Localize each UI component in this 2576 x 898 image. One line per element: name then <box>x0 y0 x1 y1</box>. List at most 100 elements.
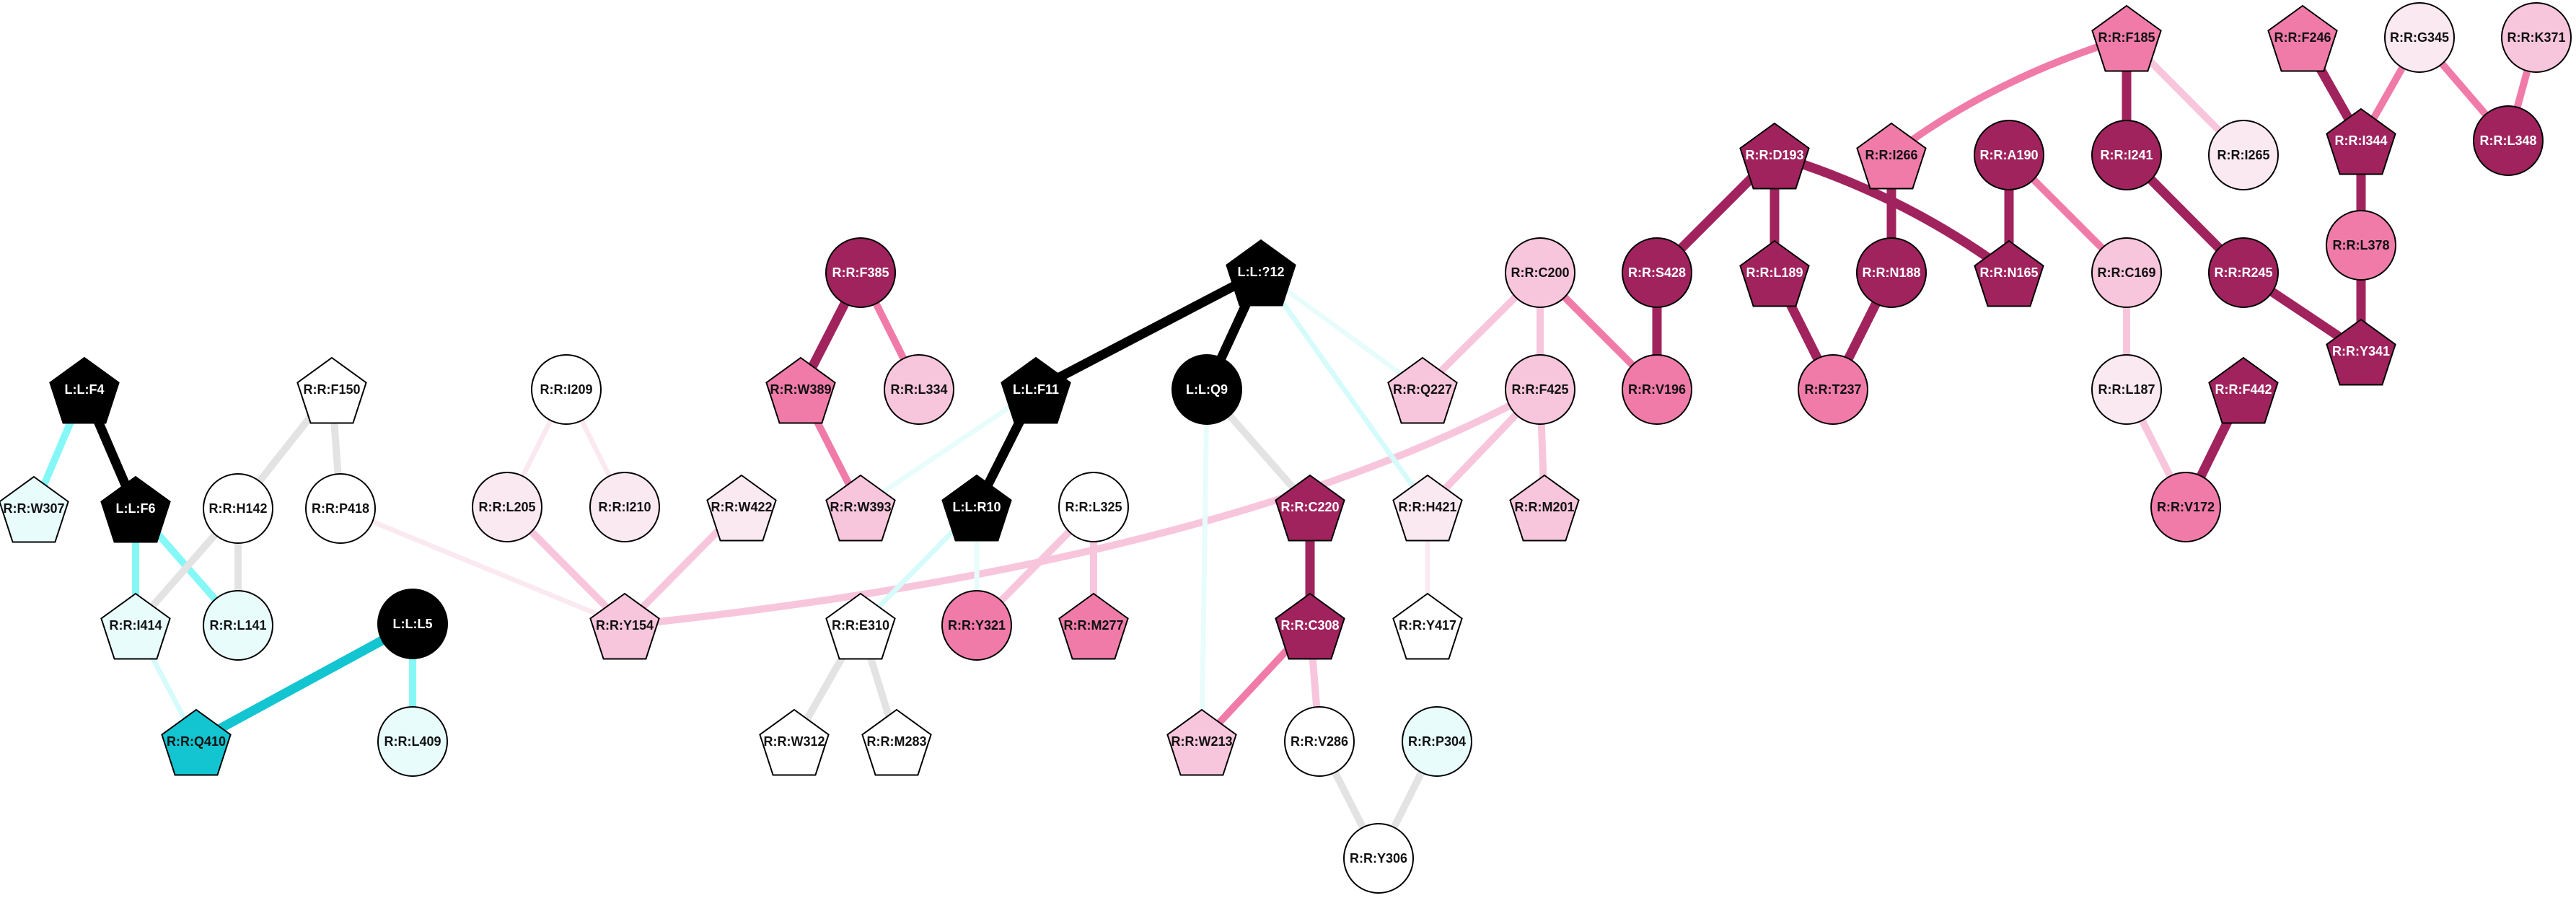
edge-r-r-f185-to-r-r-i266 <box>1889 34 2128 158</box>
node-pentagon <box>100 592 171 660</box>
node-r-r-a190[interactable]: R:R:A190 <box>1974 120 2044 190</box>
node-r-r-s428[interactable]: R:R:S428 <box>1622 237 1692 308</box>
node-r-r-n165[interactable]: R:R:N165 <box>1974 239 2044 307</box>
node-r-r-t237[interactable]: R:R:T237 <box>1798 354 1868 425</box>
node-label: R:R:L187 <box>2098 382 2155 397</box>
node-l-l-l5[interactable]: L:L:L5 <box>377 589 448 659</box>
node-r-r-l205[interactable]: R:R:L205 <box>472 472 542 542</box>
node-r-r-w312[interactable]: R:R:W312 <box>759 708 830 776</box>
node-r-r-g345[interactable]: R:R:G345 <box>2384 2 2455 73</box>
node-label: R:R:Y341 <box>2332 344 2390 358</box>
node-r-r-f442[interactable]: R:R:F442 <box>2208 356 2279 424</box>
node-l-l-f4[interactable]: L:L:F4 <box>49 356 120 424</box>
node-r-r-m277[interactable]: R:R:M277 <box>1058 592 1129 660</box>
node-r-r-l378[interactable]: R:R:L378 <box>2326 210 2396 281</box>
node-r-r-i241[interactable]: R:R:I241 <box>2091 120 2162 190</box>
node-label: R:R:L325 <box>1065 500 1122 514</box>
node-pentagon <box>296 356 367 424</box>
node-r-r-f185[interactable]: R:R:F185 <box>2091 4 2162 72</box>
node-pentagon <box>0 475 69 543</box>
node-label: R:R:R245 <box>2214 265 2272 280</box>
node-r-r-q410[interactable]: R:R:Q410 <box>161 708 232 776</box>
node-label: R:R:Y306 <box>1350 851 1407 866</box>
node-r-r-f425[interactable]: R:R:F425 <box>1505 354 1575 425</box>
node-r-r-w393[interactable]: R:R:W393 <box>825 474 896 542</box>
node-circle <box>1058 472 1129 542</box>
node-label: R:R:D193 <box>1745 148 1803 162</box>
node-r-r-i265[interactable]: R:R:I265 <box>2208 120 2279 190</box>
node-r-r-i266[interactable]: R:R:I266 <box>1856 122 1927 190</box>
node-r-r-h142[interactable]: R:R:H142 <box>203 473 273 544</box>
node-r-r-c308[interactable]: R:R:C308 <box>1275 592 1345 660</box>
node-r-r-q227[interactable]: R:R:Q227 <box>1387 356 1458 424</box>
node-r-r-w422[interactable]: R:R:W422 <box>706 474 777 542</box>
node-r-r-l189[interactable]: R:R:L189 <box>1739 239 1810 307</box>
node-r-r-r245[interactable]: R:R:R245 <box>2208 237 2279 308</box>
node-pentagon <box>2326 107 2396 175</box>
node-r-r-l141[interactable]: R:R:L141 <box>203 590 273 661</box>
node-r-r-w213[interactable]: R:R:W213 <box>1166 708 1237 776</box>
node-pentagon <box>861 708 932 776</box>
node-label: R:R:W312 <box>763 734 825 749</box>
node-label: R:R:L348 <box>2479 133 2536 148</box>
node-r-r-l348[interactable]: R:R:L348 <box>2473 105 2544 176</box>
node-r-r-y154[interactable]: R:R:Y154 <box>589 592 660 660</box>
node-pentagon <box>825 592 896 660</box>
node-r-r-n188[interactable]: R:R:N188 <box>1856 237 1927 308</box>
node-r-r-v286[interactable]: R:R:V286 <box>1284 706 1355 777</box>
node-l-l-q9[interactable]: L:L:Q9 <box>1171 354 1242 425</box>
node-label: R:R:F246 <box>2274 30 2331 45</box>
node-pentagon <box>1275 474 1345 542</box>
node-circle <box>377 589 448 659</box>
node-label: L:L:?12 <box>1238 265 1285 279</box>
node-r-r-h421[interactable]: R:R:H421 <box>1392 474 1463 542</box>
edge-l-l-12-to-l-l-f11 <box>1033 268 1264 394</box>
node-r-r-c220[interactable]: R:R:C220 <box>1275 474 1345 542</box>
node-r-r-f385[interactable]: R:R:F385 <box>825 237 896 308</box>
node-circle <box>1171 354 1242 425</box>
node-r-r-l334[interactable]: R:R:L334 <box>884 354 954 425</box>
node-r-r-i414[interactable]: R:R:I414 <box>100 592 171 660</box>
node-r-r-k371[interactable]: R:R:K371 <box>2501 2 2572 73</box>
node-circle <box>589 472 660 542</box>
node-r-r-i209[interactable]: R:R:I209 <box>531 354 602 425</box>
node-r-r-l325[interactable]: R:R:L325 <box>1058 472 1129 542</box>
node-l-l-12[interactable]: L:L:?12 <box>1226 239 1296 307</box>
node-r-r-i210[interactable]: R:R:I210 <box>589 472 660 542</box>
node-r-r-w307[interactable]: R:R:W307 <box>0 475 69 543</box>
node-r-r-f150[interactable]: R:R:F150 <box>296 356 367 424</box>
node-r-r-c169[interactable]: R:R:C169 <box>2091 237 2162 308</box>
node-l-l-r10[interactable]: L:L:R10 <box>941 474 1012 542</box>
node-r-r-p304[interactable]: R:R:P304 <box>1402 706 1472 777</box>
node-l-l-f6[interactable]: L:L:F6 <box>100 475 171 543</box>
node-r-r-y417[interactable]: R:R:Y417 <box>1392 592 1463 660</box>
node-r-r-y306[interactable]: R:R:Y306 <box>1343 823 1414 894</box>
node-r-r-d193[interactable]: R:R:D193 <box>1739 122 1810 190</box>
node-r-r-i344[interactable]: R:R:I344 <box>2326 107 2396 175</box>
node-pentagon <box>765 356 836 424</box>
node-r-r-c200[interactable]: R:R:C200 <box>1505 237 1575 308</box>
node-label: R:R:I210 <box>598 500 651 514</box>
node-label: L:L:R10 <box>953 500 1001 514</box>
node-label: L:L:F11 <box>1013 382 1059 397</box>
node-label: R:R:E310 <box>832 618 889 633</box>
node-r-r-y321[interactable]: R:R:Y321 <box>941 590 1012 661</box>
node-r-r-m283[interactable]: R:R:M283 <box>861 708 932 776</box>
node-r-r-v196[interactable]: R:R:V196 <box>1622 354 1692 425</box>
node-r-r-v172[interactable]: R:R:V172 <box>2150 472 2221 542</box>
node-r-r-e310[interactable]: R:R:E310 <box>825 592 896 660</box>
node-pentagon <box>941 474 1012 542</box>
node-r-r-w389[interactable]: R:R:W389 <box>765 356 836 424</box>
node-r-r-m201[interactable]: R:R:M201 <box>1509 474 1580 542</box>
node-circle <box>2091 354 2162 425</box>
node-r-r-f246[interactable]: R:R:F246 <box>2267 4 2338 72</box>
node-r-r-y341[interactable]: R:R:Y341 <box>2326 318 2396 386</box>
node-r-r-p418[interactable]: R:R:P418 <box>305 473 376 544</box>
node-r-r-l187[interactable]: R:R:L187 <box>2091 354 2162 425</box>
node-l-l-f11[interactable]: L:L:F11 <box>1001 356 1071 424</box>
node-pentagon <box>2326 318 2396 386</box>
node-circle <box>884 354 954 425</box>
node-circle <box>1505 354 1575 425</box>
node-pentagon <box>1392 592 1463 660</box>
node-r-r-l409[interactable]: R:R:L409 <box>377 706 448 777</box>
